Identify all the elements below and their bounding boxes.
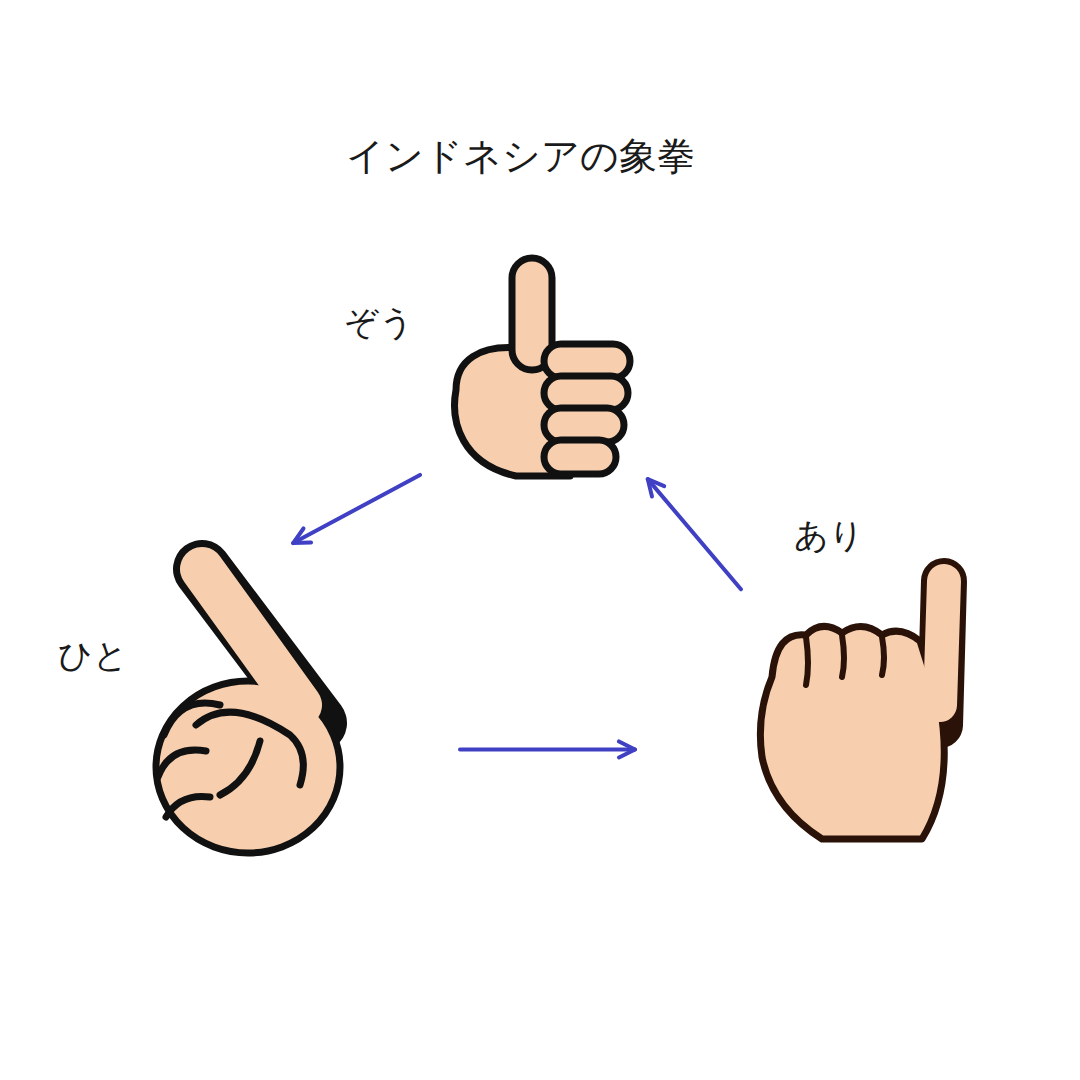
fist <box>760 626 944 839</box>
pinky-hand <box>760 581 944 839</box>
hand-label: ぞう <box>344 302 414 343</box>
hand-label: あり <box>794 515 864 556</box>
finger <box>544 440 616 474</box>
hand-sign: あり <box>750 555 968 845</box>
pinky <box>940 581 944 705</box>
hand-sign: ぞう <box>420 250 640 485</box>
curled-fingers <box>158 703 303 817</box>
finger <box>202 569 300 705</box>
hand-label: ひと <box>58 635 128 676</box>
flow-arrow <box>648 479 741 589</box>
index-hand <box>156 569 340 853</box>
flow-arrow <box>293 475 420 543</box>
diagram-title: インドネシアの象拳 <box>0 134 1040 180</box>
hand-sign: ひと <box>140 545 345 860</box>
knuckles <box>806 635 884 685</box>
pinky-outline <box>940 581 944 725</box>
thumb-hand <box>455 258 630 476</box>
flow-arrow <box>460 747 635 751</box>
